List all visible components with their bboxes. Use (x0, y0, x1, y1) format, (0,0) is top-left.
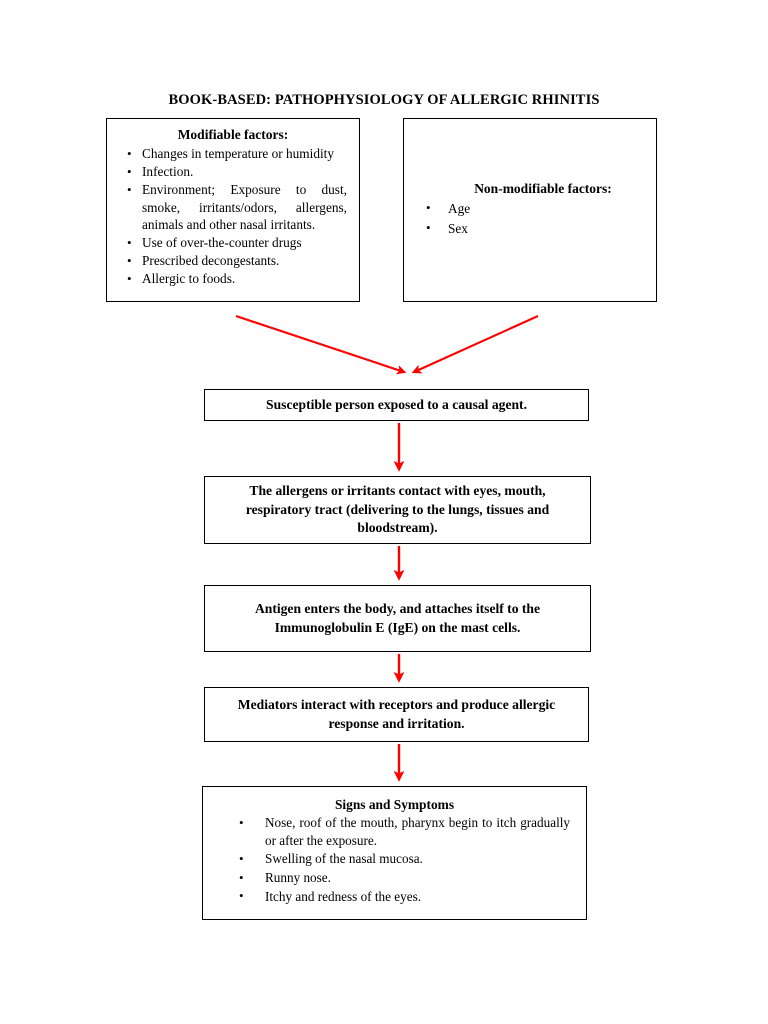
non-modifiable-factors-box: Non-modifiable factors: Age Sex (403, 118, 657, 302)
list-item: Allergic to foods. (115, 270, 351, 288)
antigen-ige-box: Antigen enters the body, and attaches it… (204, 585, 591, 652)
list-item: Swelling of the nasal mucosa. (215, 850, 574, 868)
mediators-response-box: Mediators interact with receptors and pr… (204, 687, 589, 742)
non-modifiable-factors-list: Age Sex (412, 199, 648, 239)
modifiable-factors-heading: Modifiable factors: (177, 127, 289, 142)
allergen-contact-text: The allergens or irritants contact with … (245, 482, 550, 536)
list-item: Use of over-the-counter drugs (115, 234, 351, 252)
signs-and-symptoms-list: Nose, roof of the mouth, pharynx begin t… (215, 813, 574, 906)
list-item: Itchy and redness of the eyes. (215, 887, 574, 906)
modifiable-factors-box: Modifiable factors: Changes in temperatu… (106, 118, 360, 302)
list-item: Environment; Exposure to dust, smoke, ir… (115, 181, 351, 234)
allergen-contact-box: The allergens or irritants contact with … (204, 476, 591, 544)
arrow-modifiable-to-susceptible (235, 315, 407, 375)
list-item: Nose, roof of the mouth, pharynx begin t… (215, 813, 574, 849)
page-title: BOOK-BASED: PATHOPHYSIOLOGY OF ALLERGIC … (168, 92, 600, 108)
signs-and-symptoms-box: Signs and Symptoms Nose, roof of the mou… (202, 786, 587, 920)
susceptible-person-box: Susceptible person exposed to a causal a… (204, 389, 589, 421)
antigen-ige-text: Antigen enters the body, and attaches it… (254, 600, 541, 635)
list-item: Runny nose. (215, 869, 574, 887)
modifiable-factors-list: Changes in temperature or humidity Infec… (115, 145, 351, 288)
list-item: Sex (412, 218, 648, 238)
mediators-response-text: Mediators interact with receptors and pr… (237, 696, 556, 731)
list-item: Prescribed decongestants. (115, 252, 351, 270)
susceptible-person-text: Susceptible person exposed to a causal a… (266, 396, 527, 412)
non-modifiable-factors-heading: Non-modifiable factors: (474, 181, 612, 197)
list-item: Age (412, 199, 648, 218)
list-item: Changes in temperature or humidity (115, 145, 351, 163)
list-item: Infection. (115, 163, 351, 181)
signs-and-symptoms-heading: Signs and Symptoms (334, 797, 455, 812)
arrow-nonmodifiable-to-susceptible (411, 315, 539, 374)
